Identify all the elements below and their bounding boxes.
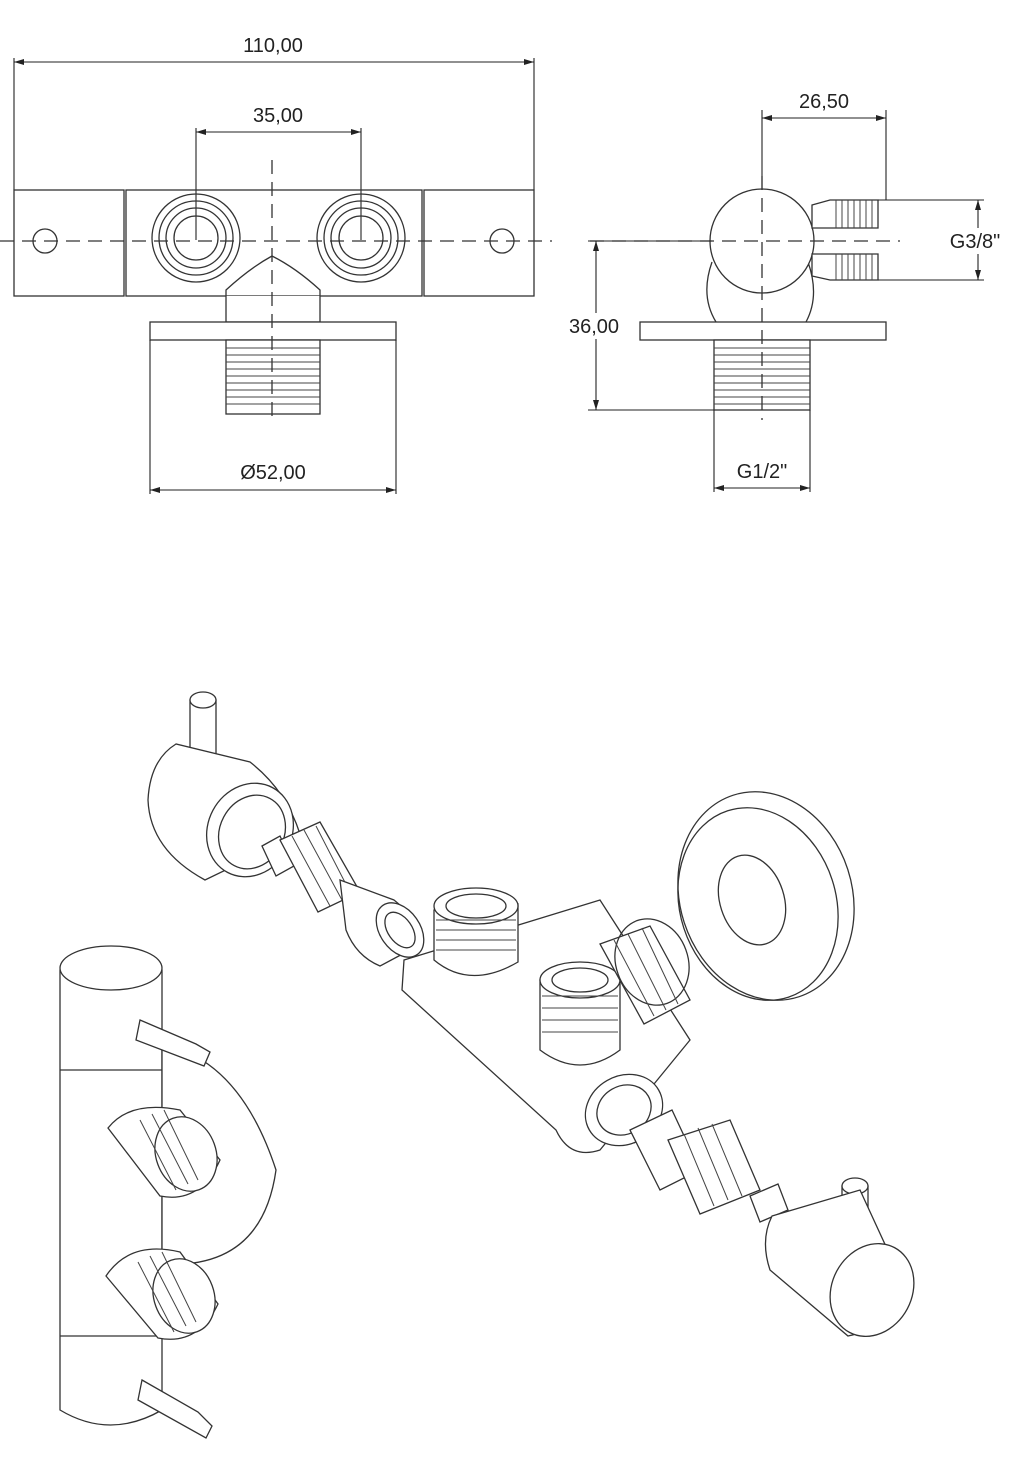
thread-front-inlet bbox=[225, 339, 321, 415]
label-inlet-spacing: 35,00 bbox=[253, 105, 303, 127]
body-saddle bbox=[225, 255, 321, 296]
assembled-view bbox=[59, 945, 277, 1439]
label-outlet-depth: 26,50 bbox=[799, 91, 849, 113]
body-left-block bbox=[13, 189, 125, 297]
flange-front bbox=[149, 321, 397, 341]
label-inlet-thread: G1/2" bbox=[737, 461, 787, 483]
dimension-inlet-thread: G1/2" bbox=[713, 410, 811, 492]
side-body-neck bbox=[706, 261, 815, 323]
inlet-ring-right bbox=[316, 193, 406, 283]
exploded-view bbox=[59, 691, 915, 1439]
label-body-height: 36,00 bbox=[569, 316, 619, 338]
dimension-inlet-spacing: 35,00 bbox=[195, 105, 362, 240]
side-view: 26,50 bbox=[560, 91, 1018, 492]
label-outlet-thread: G3/8" bbox=[950, 231, 1000, 253]
inlet-ring-left bbox=[151, 193, 241, 283]
front-view: 110,00 35,00 bbox=[0, 35, 552, 494]
handle-right bbox=[764, 1177, 915, 1338]
cover-flange bbox=[677, 791, 855, 1001]
body-center-block bbox=[125, 189, 423, 297]
thread-side-outlet-upper bbox=[811, 199, 879, 229]
cartridge-left bbox=[261, 821, 425, 967]
dimension-flange-diameter: Ø52,00 bbox=[149, 340, 397, 494]
body-neck bbox=[225, 296, 321, 323]
body-right-block bbox=[423, 189, 535, 297]
cartridge-right bbox=[629, 1109, 789, 1223]
thread-side-outlet-lower bbox=[811, 253, 879, 281]
dimension-outlet-thread: G3/8" bbox=[878, 199, 1018, 281]
dimension-body-height: 36,00 bbox=[560, 240, 714, 411]
valve-body bbox=[401, 887, 691, 1154]
label-flange-diameter: Ø52,00 bbox=[240, 462, 306, 484]
dimension-overall-width: 110,00 bbox=[13, 35, 535, 190]
flange-side bbox=[639, 321, 887, 341]
label-overall-width: 110,00 bbox=[243, 35, 303, 57]
